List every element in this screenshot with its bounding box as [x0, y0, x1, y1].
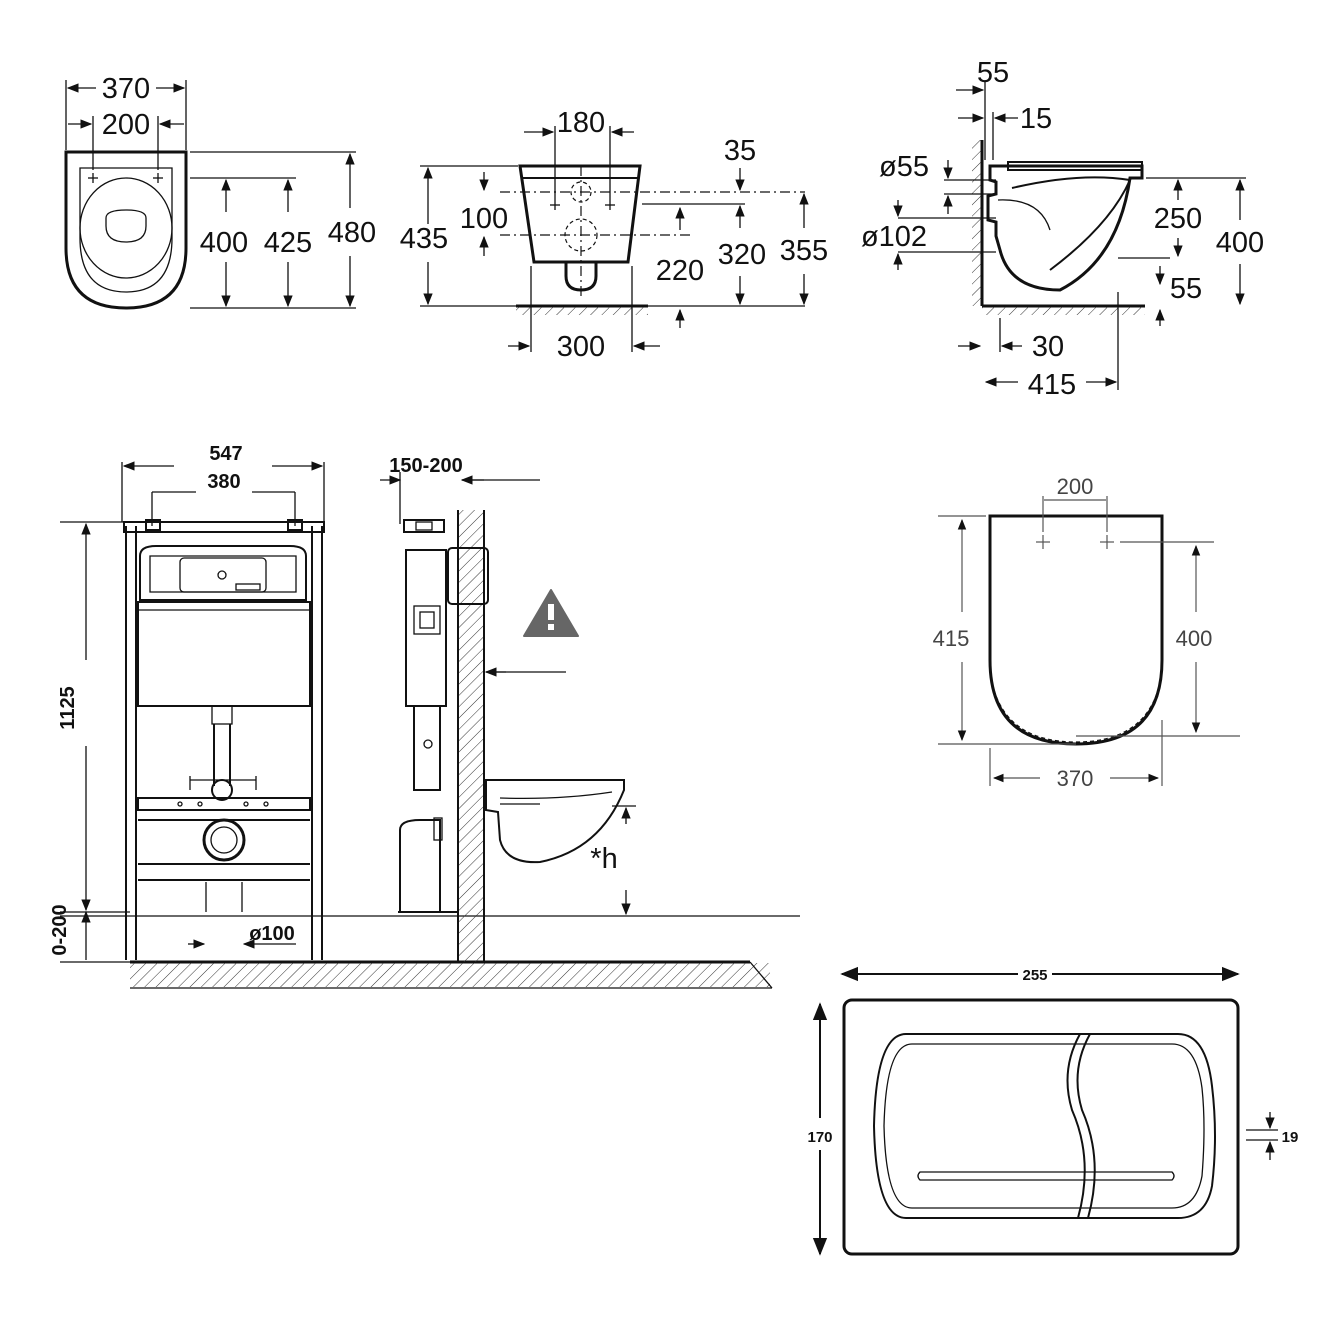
- dim-400-seat: 400: [1176, 626, 1213, 651]
- dim-55-side-top: 55: [977, 57, 1009, 89]
- dim-102-diameter: ø102: [861, 221, 927, 253]
- height-label-h: *h: [590, 843, 617, 875]
- dim-415-side: 415: [1028, 369, 1076, 401]
- dim-55-diameter: ø55: [879, 151, 929, 183]
- dim-100-front: 100: [460, 203, 508, 235]
- seat-view: [938, 496, 1240, 786]
- dim-250-side: 250: [1154, 203, 1202, 235]
- dim-370-seat: 370: [1057, 766, 1094, 791]
- bowl-side-view: [893, 82, 1246, 390]
- dim-370-top: 370: [102, 73, 150, 105]
- dim-1125-frame: 1125: [57, 686, 79, 729]
- dim-35-front: 35: [724, 135, 756, 167]
- dim-355-front: 355: [780, 235, 828, 267]
- dim-200-seat: 200: [1057, 474, 1094, 499]
- dim-480-top: 480: [328, 217, 376, 249]
- dim-220-front: 220: [656, 255, 704, 287]
- frame-side-view: [380, 472, 636, 962]
- dim-100-diameter-frame: ø100: [249, 923, 295, 945]
- dim-380-frame: 380: [207, 471, 240, 493]
- dim-400-side: 400: [1216, 227, 1264, 259]
- dim-55-side-bottom: 55: [1170, 273, 1202, 305]
- dim-0-200-frame: 0-200: [49, 904, 71, 955]
- dim-15-side: 15: [1020, 103, 1052, 135]
- dim-150-200-frame: 150-200: [389, 455, 462, 477]
- warning-triangle-icon: [523, 589, 579, 637]
- dim-547-frame: 547: [209, 443, 242, 465]
- bowl-front-view: [420, 126, 809, 352]
- dim-415-seat: 415: [933, 626, 970, 651]
- dim-320-front: 320: [718, 239, 766, 271]
- dim-300-front: 300: [557, 331, 605, 363]
- dim-400-top: 400: [200, 227, 248, 259]
- dim-180-front: 180: [557, 107, 605, 139]
- dim-200-top: 200: [102, 109, 150, 141]
- frame-front-view: [60, 461, 800, 989]
- dim-170-plate: 170: [807, 1129, 832, 1146]
- dim-425-top: 425: [264, 227, 312, 259]
- dim-19-plate: 19: [1282, 1129, 1299, 1146]
- dim-255-plate: 255: [1022, 967, 1047, 984]
- bowl-top-view: [64, 80, 356, 310]
- dim-435-front: 435: [400, 223, 448, 255]
- flush-plate-view: [812, 966, 1278, 1256]
- dim-30-side: 30: [1032, 331, 1064, 363]
